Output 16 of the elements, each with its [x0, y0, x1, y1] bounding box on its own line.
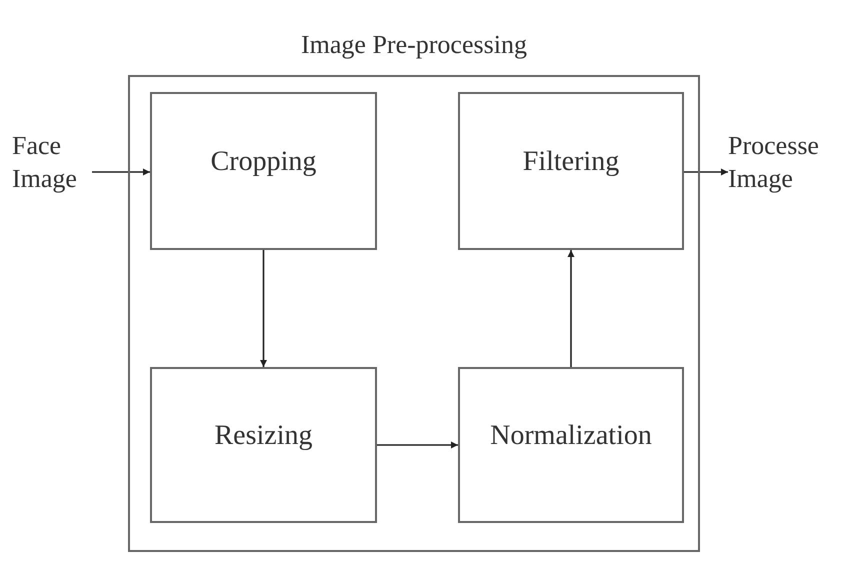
arrow — [684, 168, 728, 176]
arrow — [92, 168, 150, 176]
io-label: Face Image — [12, 130, 78, 195]
process-label: Cropping — [210, 146, 316, 178]
io-label: Processe Image — [728, 130, 820, 195]
group-title: Image Pre-processing — [301, 30, 527, 60]
arrow — [377, 442, 458, 448]
arrow — [568, 250, 574, 367]
process-box — [458, 92, 684, 250]
process-box — [458, 367, 684, 523]
arrow — [260, 250, 267, 367]
process-box — [150, 92, 377, 250]
process-label: Normalization — [490, 420, 652, 452]
process-box — [150, 367, 377, 523]
process-label: Resizing — [214, 420, 312, 452]
process-label: Filtering — [522, 146, 620, 178]
